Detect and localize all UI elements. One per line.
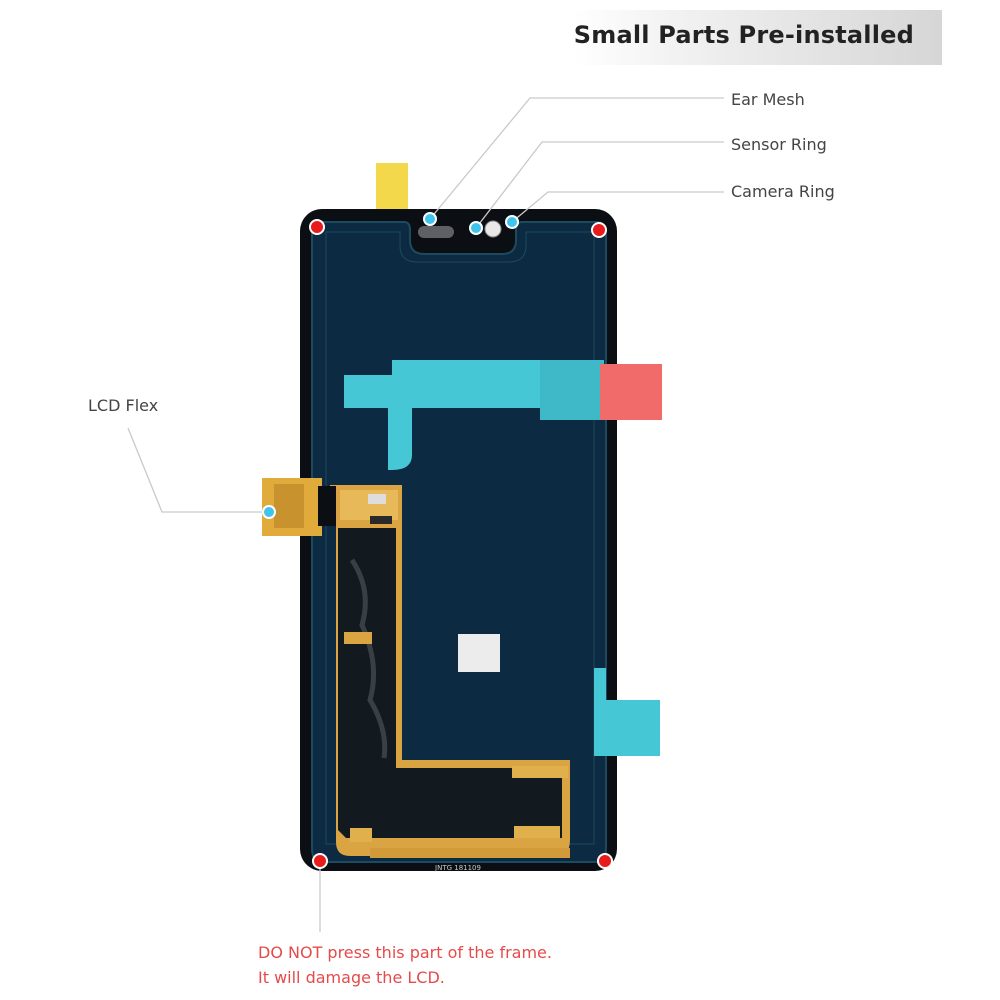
top-yellow-tab — [376, 163, 408, 215]
camera-lens — [484, 220, 502, 238]
header-banner: Small Parts Pre-installed — [572, 10, 942, 65]
black-shield-foil — [338, 528, 562, 838]
camera-ring-leader — [511, 191, 724, 223]
callout-sensor-ring-label: Sensor Ring — [731, 135, 827, 154]
camera-ring-marker — [505, 215, 519, 229]
caution-dot-top-right — [591, 222, 607, 238]
sensor-ring-marker — [469, 221, 483, 235]
bottom-connector-pad — [514, 826, 560, 838]
callout-ear-mesh-label: Ear Mesh — [731, 90, 805, 109]
flex-entry — [318, 486, 336, 526]
sensor-ring-leader — [475, 141, 724, 229]
connector-pins — [274, 484, 304, 528]
bottom-right-pad — [512, 766, 568, 778]
ear-mesh — [418, 226, 454, 238]
callout-camera-ring-label: Camera Ring — [731, 182, 835, 201]
flex-tab-extension — [540, 360, 604, 420]
callout-lcd-flex-label: LCD Flex — [88, 396, 159, 415]
lcd-flex-marker — [262, 505, 276, 519]
ear-mesh-leader — [429, 97, 724, 220]
warning-note: DO NOT press this part of the frame. It … — [258, 940, 552, 990]
ear-mesh-marker — [423, 212, 437, 226]
panel-border — [325, 231, 595, 845]
lcd-flex-cable-upper — [344, 360, 540, 470]
warning-line-1: DO NOT press this part of the frame. — [258, 943, 552, 962]
lcd-flex-leader — [127, 427, 268, 513]
bottom-left-pad — [350, 828, 372, 842]
warning-line-2: It will damage the LCD. — [258, 968, 445, 987]
red-pull-tape — [600, 364, 662, 420]
foil-wrinkle — [349, 558, 388, 759]
connector-block — [368, 494, 386, 504]
banner-title: Small Parts Pre-installed — [573, 21, 914, 49]
caution-dot-bottom-left — [312, 853, 328, 869]
mid-connector — [344, 632, 372, 644]
caution-dot-top-left — [309, 219, 325, 235]
white-sticker — [458, 634, 500, 672]
right-side-tape — [594, 668, 660, 756]
serial-label: JNTG 181109 — [434, 864, 481, 872]
bottom-strip — [370, 848, 570, 858]
connector-socket — [370, 516, 392, 524]
caution-dot-bottom-right — [597, 853, 613, 869]
